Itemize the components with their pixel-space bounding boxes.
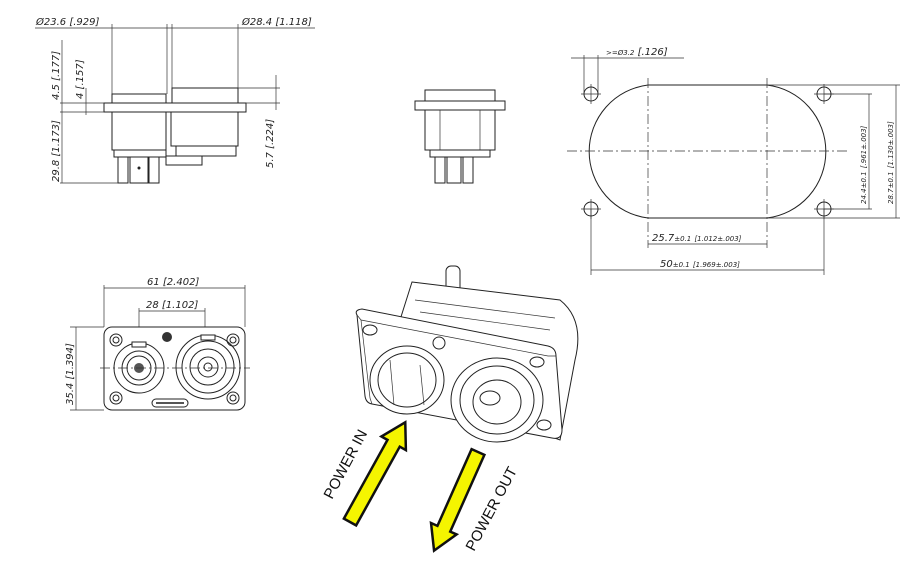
side-elevation-view: [414, 89, 506, 184]
dim-span-inner-in: [1.012±.003]: [694, 235, 741, 243]
dim-right-offset: 5.7 [.224]: [265, 119, 276, 168]
dim-dia-right-in: [1.118]: [275, 17, 312, 28]
svg-text:50±0.1 [1.969±.003]: 50±0.1 [1.969±.003]: [660, 259, 740, 270]
dim-top-height: 4.5 [.177]: [51, 51, 62, 100]
mounting-holes: [362, 324, 552, 431]
dim-span-outer: 50: [660, 259, 673, 270]
power-out-socket: [450, 357, 544, 443]
dim-height-outer-in: [1.130±.003]: [887, 121, 895, 168]
dim-height-inner: 24.4±0.1: [860, 171, 868, 204]
mounting-holes: [581, 84, 834, 219]
dim-span-outer-tol: ±0.1: [673, 261, 690, 269]
dim-dia-left: Ø23.6: [35, 16, 66, 28]
svg-text:Ø28.4 [1.118]: Ø28.4 [1.118]: [241, 16, 312, 28]
svg-text:24.4±0.1 [.961±.003]: 24.4±0.1 [.961±.003]: [858, 125, 869, 204]
dim-height-inner-in: [.961±.003]: [860, 125, 868, 168]
dim-hole-dia-in: [.126]: [638, 47, 668, 58]
dim-panel-height: 35.4 [1.394]: [65, 343, 76, 405]
dim-span-inner: 25.7: [652, 233, 675, 244]
dim-span-outer-in: [1.969±.003]: [693, 261, 740, 269]
dim-body-height: 29.8 [1.173]: [51, 120, 62, 182]
dim-height-outer: 28.7±0.1: [887, 171, 895, 204]
isometric-view: [355, 265, 579, 443]
svg-text:28.7±0.1 [1.130±.003]: 28.7±0.1 [1.130±.003]: [885, 121, 896, 204]
dim-panel-width: 61 [2.402]: [147, 277, 199, 288]
power-in-socket: [369, 345, 445, 415]
power-in-arrow: POWER IN: [321, 420, 408, 528]
power-out-socket: [175, 334, 241, 400]
svg-text:25.7±0.1 [1.012±.003]: 25.7±0.1 [1.012±.003]: [652, 233, 742, 244]
panel-cutout-view: >=Ø3.2 [.126] 25.7±0.1 [1.012±.003] 50±0…: [567, 47, 900, 275]
power-out-arrow: POWER OUT: [429, 447, 521, 554]
dim-hole-dia: >=Ø3.2: [606, 49, 635, 57]
mounting-holes: [109, 333, 240, 405]
dim-pitch: 28 [1.102]: [146, 300, 198, 311]
svg-text:>=Ø3.2 [.126]: >=Ø3.2 [.126]: [606, 47, 668, 58]
dim-dia-right: Ø28.4: [241, 16, 272, 28]
svg-text:Ø23.6 [.929]: Ø23.6 [.929]: [35, 16, 99, 28]
dim-flange-height: 4 [.157]: [75, 59, 86, 99]
dim-dia-left-in: [.929]: [69, 17, 99, 28]
dim-span-inner-tol: ±0.1: [674, 235, 691, 243]
front-elevation-view: Ø23.6 [.929] Ø28.4 [1.118] 4.5 [.177] 4 …: [35, 16, 315, 184]
panel-front-view: 61 [2.402] 28 [1.102] 35.4 [1.394]: [65, 277, 250, 411]
